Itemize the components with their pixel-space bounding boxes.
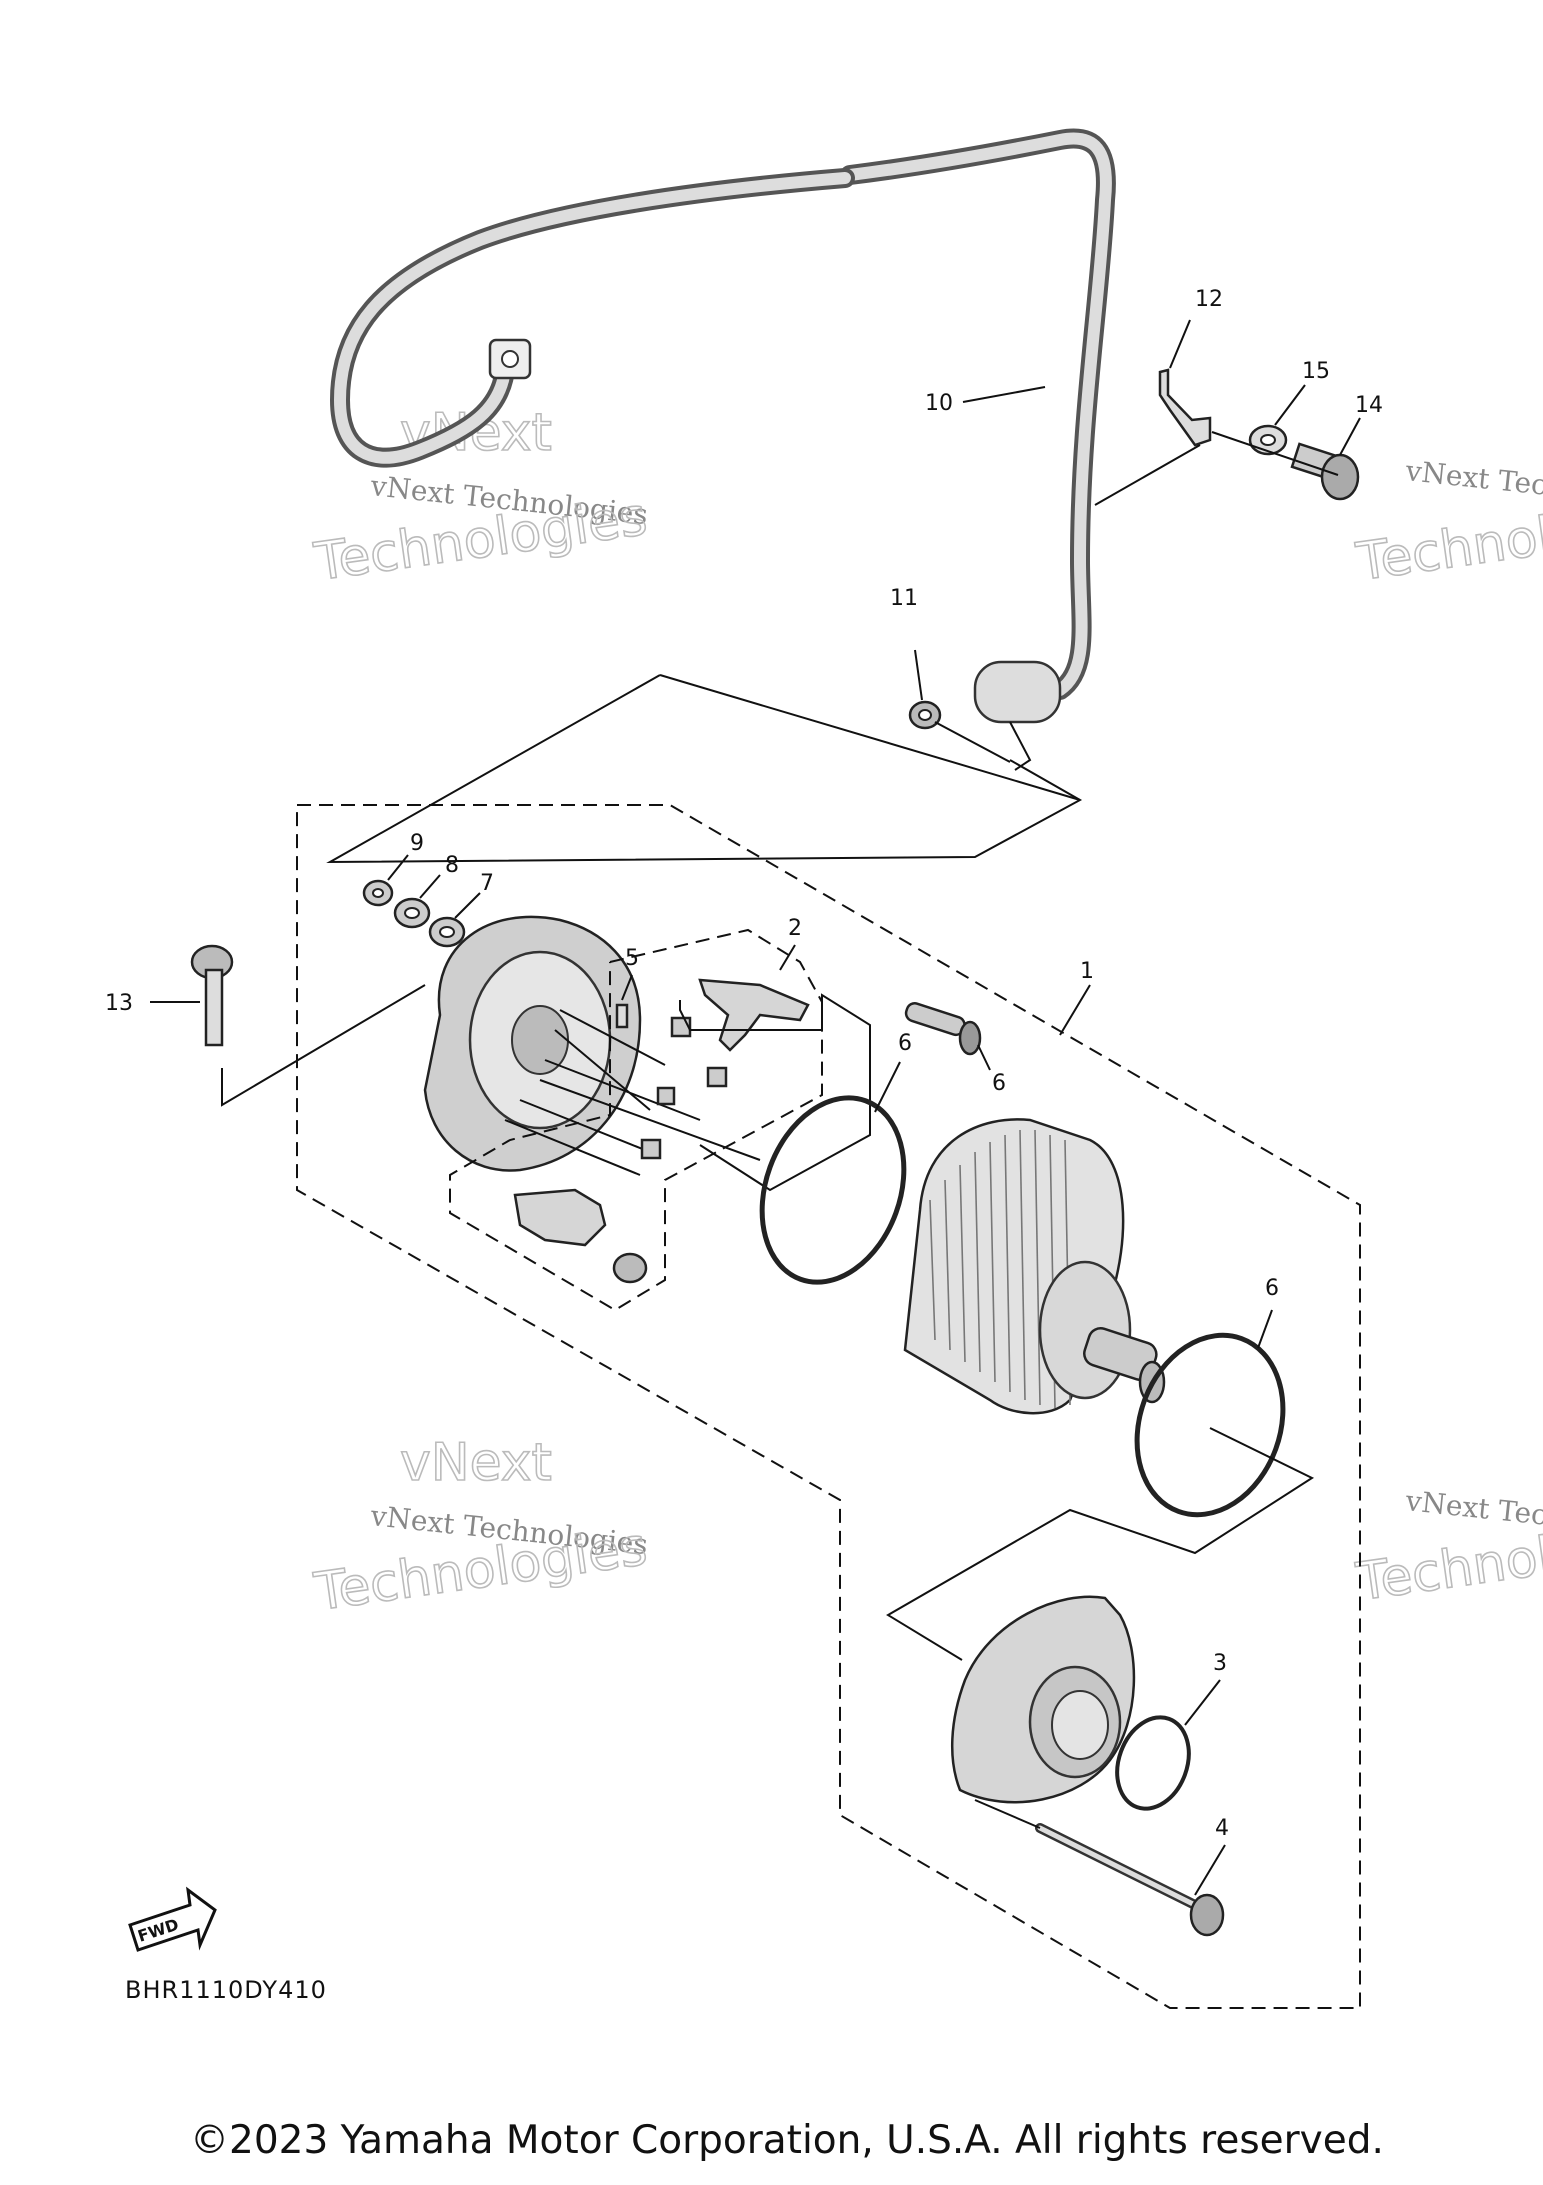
callout-5: 5	[625, 946, 639, 971]
callout-9: 8	[445, 853, 459, 878]
brush-a	[670, 1016, 692, 1038]
rear-cover	[950, 1595, 1136, 1804]
o-ring-6-lower	[1134, 1332, 1286, 1518]
brush-b	[706, 1066, 728, 1088]
pin-7	[904, 1002, 982, 1056]
washer-10	[362, 879, 394, 907]
copyright-notice: ©2023 Yamaha Motor Corporation, U.S.A. A…	[190, 2118, 1384, 2163]
callout-8: 7	[480, 871, 494, 896]
diagram-code: BHR1110DY410	[125, 1976, 327, 2004]
callout-14: 12	[1195, 287, 1223, 312]
armature-yoke	[903, 1118, 1166, 1415]
nut-12	[908, 700, 942, 730]
callout-10: 9	[410, 831, 424, 856]
brush-plate	[513, 1188, 648, 1284]
callout-4: 4	[1215, 1816, 1229, 1841]
bolt-13	[190, 944, 234, 1047]
brush-d	[640, 1138, 662, 1160]
callout-16: 15	[1302, 359, 1330, 384]
callout-6-upper: 6	[898, 1031, 912, 1056]
watermark-big-line2: Technologies	[1352, 487, 1543, 593]
fwd-arrow-icon: FWD	[128, 1886, 217, 1952]
callout-7: 6	[992, 1071, 1006, 1096]
washer-8	[428, 916, 466, 948]
front-cover	[423, 915, 761, 1176]
o-ring-3	[1115, 1715, 1191, 1811]
brush-spring-5	[615, 1003, 629, 1029]
watermark-mid-right: vNext Technologies Technologies	[1352, 1484, 1543, 1614]
watermark-small: vNext Technologies	[1403, 454, 1543, 516]
watermark-mid-left: vNext vNext Technologies Technologies	[310, 1432, 652, 1624]
o-ring-6-upper	[759, 1095, 907, 1285]
washer-9	[393, 897, 431, 929]
watermark-top-left: vNext vNext Technologies Technologies	[310, 402, 652, 594]
callout-11: 10	[925, 391, 953, 416]
callout-2: 2	[788, 916, 802, 941]
callout-6-lower: 6	[1265, 1276, 1279, 1301]
brush-c	[656, 1086, 676, 1106]
watermark-top-right: vNext Technologies Technologies	[1352, 454, 1543, 594]
cable-terminal-boot	[973, 660, 1062, 724]
through-bolt-4	[1035, 1823, 1225, 1937]
bracket	[1158, 368, 1212, 447]
starter-cable	[329, 128, 1116, 771]
callout-12: 11	[890, 586, 918, 611]
washer-16	[1248, 424, 1288, 456]
callout-13: 13	[105, 991, 133, 1016]
brush-holder-2	[698, 978, 810, 1052]
watermark-big-line1: vNext	[400, 1433, 552, 1493]
callout-15: 14	[1355, 393, 1383, 418]
callout-1: 1	[1080, 959, 1094, 984]
callout-3: 3	[1213, 1651, 1227, 1676]
